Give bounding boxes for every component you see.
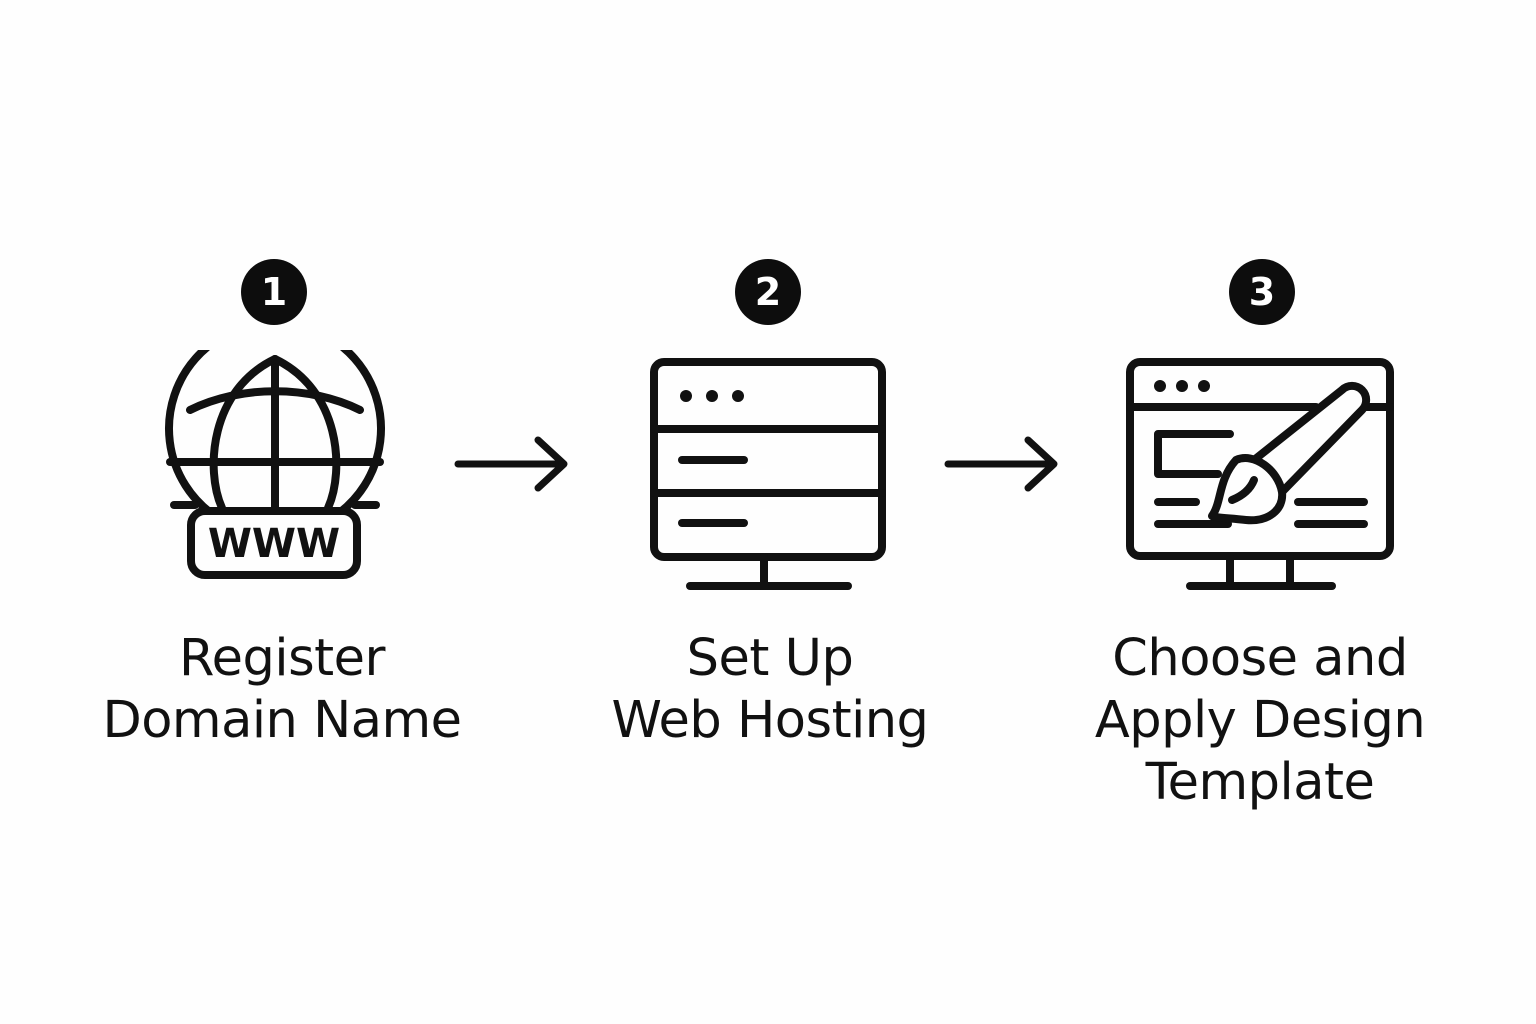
step-1-label: Register Domain Name bbox=[77, 628, 487, 752]
arrow-right-icon bbox=[452, 432, 572, 500]
step-3-label-line-1: Choose and bbox=[1112, 629, 1408, 688]
design-template-brush-icon bbox=[1118, 350, 1408, 600]
step-1-label-line-1: Register bbox=[179, 629, 385, 688]
step-3-label-line-3: Template bbox=[1145, 753, 1375, 812]
globe-www-icon: WWW bbox=[150, 350, 400, 590]
globe-www-text: WWW bbox=[208, 521, 340, 567]
step-1-number-badge: 1 bbox=[241, 259, 307, 325]
server-monitor-icon bbox=[640, 350, 900, 600]
step-2-label-line-2: Web Hosting bbox=[611, 691, 929, 750]
arrow-right-icon bbox=[942, 432, 1062, 500]
step-2-label: Set Up Web Hosting bbox=[565, 628, 975, 752]
step-1-label-line-2: Domain Name bbox=[102, 691, 462, 750]
step-3-label-line-2: Apply Design bbox=[1094, 691, 1426, 750]
step-3-label: Choose and Apply Design Template bbox=[1050, 628, 1470, 814]
step-2-label-line-1: Set Up bbox=[686, 629, 854, 688]
step-3-number-badge: 3 bbox=[1229, 259, 1295, 325]
step-2-number-badge: 2 bbox=[735, 259, 801, 325]
